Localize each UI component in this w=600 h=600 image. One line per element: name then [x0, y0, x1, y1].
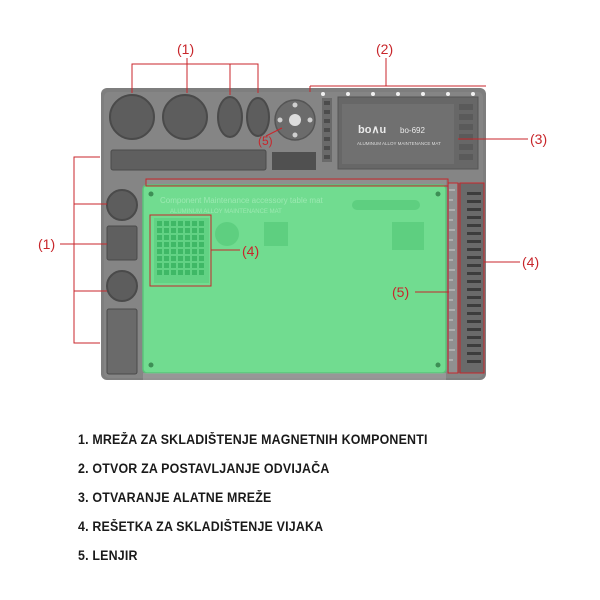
callout-1-left: (1)	[38, 236, 56, 252]
callout-lines	[60, 58, 528, 374]
callout-4-grid: (4)	[242, 243, 260, 259]
ruler-vertical	[449, 183, 457, 373]
screwdriver-hole	[289, 114, 301, 126]
ruler-horizontal	[146, 180, 446, 185]
long-slot	[110, 149, 267, 171]
screw-grid-frame	[458, 183, 484, 373]
left-round-well-2	[106, 270, 138, 302]
brand-logo: bo∧u	[358, 124, 386, 136]
left-square-well-2	[106, 308, 138, 375]
mat-subtitle: ALUMINUM ALLOY MAINTENANCE MAT	[357, 141, 441, 146]
callout-2: (2)	[376, 41, 394, 57]
small-pad	[272, 152, 316, 170]
green-grid-cells	[157, 221, 204, 275]
callout-5-small: (5)	[258, 134, 273, 148]
callout-3: (3)	[530, 131, 548, 147]
oval-well-2	[246, 97, 270, 137]
green-square-well-2	[392, 222, 424, 250]
left-square-well-1	[106, 225, 138, 261]
legend-list: 1. MREŽA ZA SKLADIŠTENJE MAGNETNIH KOMPO…	[78, 425, 498, 570]
left-round-well-1	[106, 189, 138, 221]
legend-item: 4. REŠETKA ZA SKLADIŠTENJE VIJAKA	[78, 519, 324, 534]
legend-item: 5. LENJIR	[78, 548, 138, 563]
green-square-well-1	[264, 222, 288, 246]
green-long-slot	[352, 200, 420, 210]
round-well-2	[162, 94, 208, 140]
callout-5-ruler: (5)	[392, 284, 410, 300]
green-pad-text-2: ALUMINUM ALLOY MAINTENANCE MAT	[170, 209, 282, 215]
legend-item: 3. OTVARANJE ALATNE MREŽE	[78, 490, 272, 505]
round-well-1	[109, 94, 155, 140]
legend-item: 1. MREŽA ZA SKLADIŠTENJE MAGNETNIH KOMPO…	[78, 432, 428, 447]
callout-4-right: (4)	[522, 254, 540, 270]
legend-item: 2. OTVOR ZA POSTAVLJANJE ODVIJAČA	[78, 461, 330, 476]
green-pad-text-1: Component Maintenance accessory table ma…	[160, 196, 324, 205]
callout-1-top: (1)	[177, 41, 195, 57]
model-number: bo-692	[400, 126, 425, 135]
green-round-well	[215, 222, 239, 246]
oval-well-1	[217, 96, 243, 138]
